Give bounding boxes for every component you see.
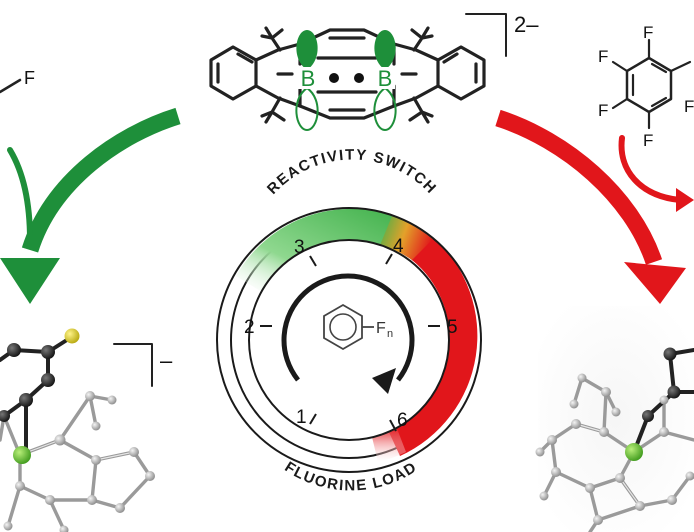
green-arrow-icon — [0, 107, 181, 304]
right-reagent-f-3: F — [598, 101, 608, 120]
left-product-fluorine-atom — [64, 328, 80, 344]
orbital-bottom-right — [373, 86, 397, 132]
right-reagent-perfluorobenzene: F F F F F — [598, 23, 694, 150]
ring-tick-3: 3 — [294, 237, 305, 258]
right-product-structure — [535, 306, 694, 532]
orbital-top-left — [296, 30, 318, 70]
right-product-boron-atom — [625, 443, 643, 461]
orbital-top-right — [374, 30, 396, 70]
left-reagent-fluorine: F — [24, 68, 35, 88]
cycle-arrow-icon — [281, 273, 415, 394]
boron-left-label: B — [301, 66, 316, 91]
left-product-charge: – — [160, 348, 173, 373]
ring-center-label: F — [376, 320, 386, 337]
right-reagent-f-2: F — [598, 47, 608, 66]
orbital-bottom-left — [295, 86, 319, 132]
top-molecule: B B 2– — [209, 12, 539, 132]
ring-band-green — [236, 208, 404, 292]
right-reagent-f-1: F — [643, 23, 653, 42]
ring-tick-4: 4 — [393, 236, 404, 257]
red-arrow-icon — [495, 109, 694, 304]
ring-tick-5: 5 — [447, 317, 458, 338]
left-product-boron-atom — [13, 446, 31, 464]
ring-band-red — [388, 238, 478, 456]
ring-title-top: REACTIVITY SWITCH — [264, 146, 440, 197]
benzene-icon — [323, 303, 374, 351]
ring-tick-2: 2 — [244, 317, 255, 338]
top-molecule-charge: 2– — [514, 12, 539, 37]
boron-right-label: B — [378, 66, 393, 91]
ring-center-subscript: n — [387, 328, 393, 340]
ring-tick-6: 6 — [397, 410, 408, 431]
left-product-structure: – — [0, 328, 173, 532]
electron-dot-right — [354, 73, 364, 83]
right-reagent-f-4: F — [643, 131, 653, 150]
electron-dot-left — [329, 73, 339, 83]
ring-tick-1: 1 — [296, 407, 307, 428]
reactivity-switch-ring: REACTIVITY SWITCH FLUORINE LOAD 1 2 3 4 … — [216, 146, 482, 494]
right-reagent-f-5: F — [684, 97, 694, 116]
left-reagent: F — [0, 68, 35, 94]
